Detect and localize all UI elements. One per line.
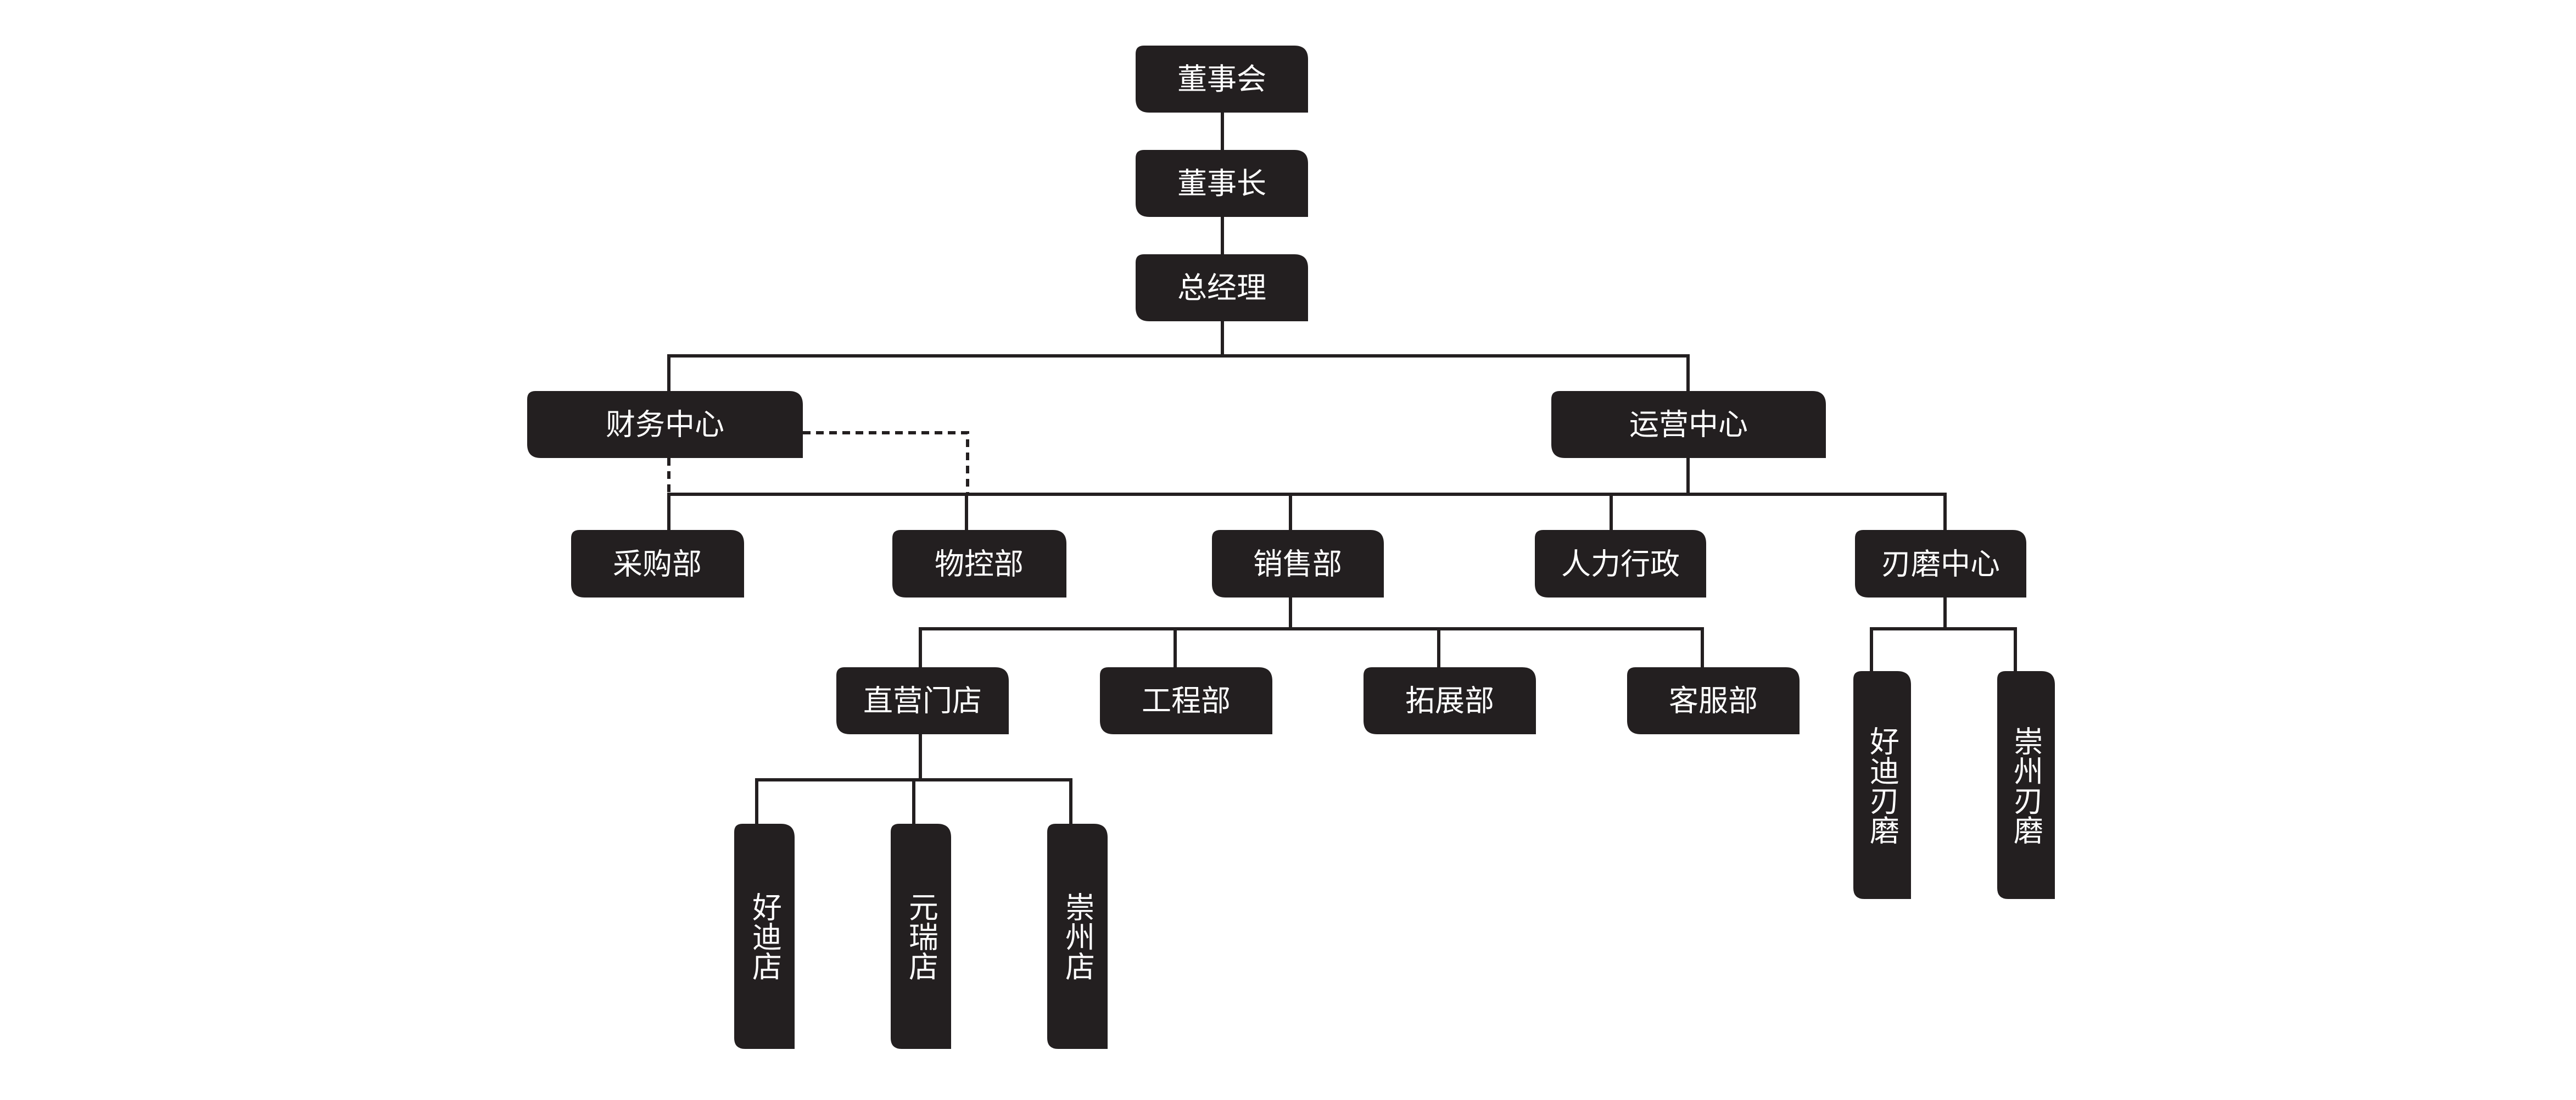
node-box: [1855, 530, 2026, 598]
node-box: [1047, 824, 1108, 1049]
connectors: [667, 113, 2017, 824]
node-label: 好迪店: [747, 892, 782, 981]
node-box: [836, 667, 1009, 734]
node-label: 工程部: [1142, 684, 1231, 718]
node-label: 直营门店: [863, 684, 982, 718]
node-chairman[interactable]: 董事长: [1136, 150, 1308, 217]
node-label: 崇州店: [1060, 892, 1095, 981]
node-label: 拓展部: [1405, 684, 1494, 718]
node-blade-chongzhou[interactable]: 崇州刃磨: [1997, 671, 2055, 899]
node-label: 人力行政: [1561, 547, 1680, 582]
node-general-manager[interactable]: 总经理: [1136, 254, 1308, 321]
node-sales[interactable]: 销售部: [1212, 530, 1384, 598]
node-box: [892, 530, 1066, 598]
node-box: [891, 824, 951, 1049]
node-hr-admin[interactable]: 人力行政: [1535, 530, 1706, 598]
node-label: 刃磨中心: [1881, 547, 2000, 582]
connector-sales-subdepartments: [919, 627, 1704, 667]
node-purchasing[interactable]: 采购部: [571, 530, 744, 598]
node-store-yuanrui[interactable]: 元瑞店: [891, 824, 951, 1049]
node-label: 董事会: [1177, 62, 1266, 97]
node-box: [1535, 530, 1706, 598]
node-box: [1136, 254, 1308, 321]
node-label: 元瑞店: [904, 892, 938, 981]
node-finance-center[interactable]: 财务中心: [527, 391, 803, 458]
node-box: [571, 530, 744, 598]
node-box: [1997, 671, 2055, 899]
node-label: 好迪刃磨: [1865, 726, 1899, 845]
node-store-haodi[interactable]: 好迪店: [734, 824, 795, 1049]
node-label: 运营中心: [1629, 407, 1748, 442]
node-store-chongzhou[interactable]: 崇州店: [1047, 824, 1108, 1049]
node-label: 销售部: [1253, 547, 1342, 582]
node-engineering[interactable]: 工程部: [1100, 667, 1272, 734]
node-box: [734, 824, 795, 1049]
node-box: [1100, 667, 1272, 734]
connector-ops-departments: [667, 493, 1947, 530]
node-label: 崇州刃磨: [2009, 726, 2043, 845]
connector-finance-material-dashed: [803, 431, 969, 494]
node-material-control[interactable]: 物控部: [892, 530, 1066, 598]
node-blade-haodi[interactable]: 好迪刃磨: [1853, 671, 1911, 899]
node-box: [1853, 671, 1911, 899]
node-customer-service[interactable]: 客服部: [1627, 667, 1800, 734]
node-box: [1136, 150, 1308, 217]
node-box: [1136, 46, 1308, 113]
node-label: 财务中心: [606, 407, 724, 442]
node-box: [1212, 530, 1384, 598]
node-box: [1364, 667, 1536, 734]
node-box: [1551, 391, 1826, 458]
node-direct-stores[interactable]: 直营门店: [836, 667, 1009, 734]
node-label: 总经理: [1177, 271, 1266, 305]
node-box: [1627, 667, 1800, 734]
node-label: 物控部: [935, 547, 1024, 582]
node-expansion[interactable]: 拓展部: [1364, 667, 1536, 734]
node-label: 客服部: [1669, 684, 1758, 718]
node-board[interactable]: 董事会: [1136, 46, 1308, 113]
node-label: 董事长: [1177, 166, 1266, 201]
connector-blade-branches: [1870, 627, 2017, 671]
connector-gm-centers: [667, 354, 1690, 391]
node-blade-center[interactable]: 刃磨中心: [1855, 530, 2026, 598]
node-box: [527, 391, 803, 458]
node-label: 采购部: [613, 547, 702, 582]
node-operations-center[interactable]: 运营中心: [1551, 391, 1826, 458]
